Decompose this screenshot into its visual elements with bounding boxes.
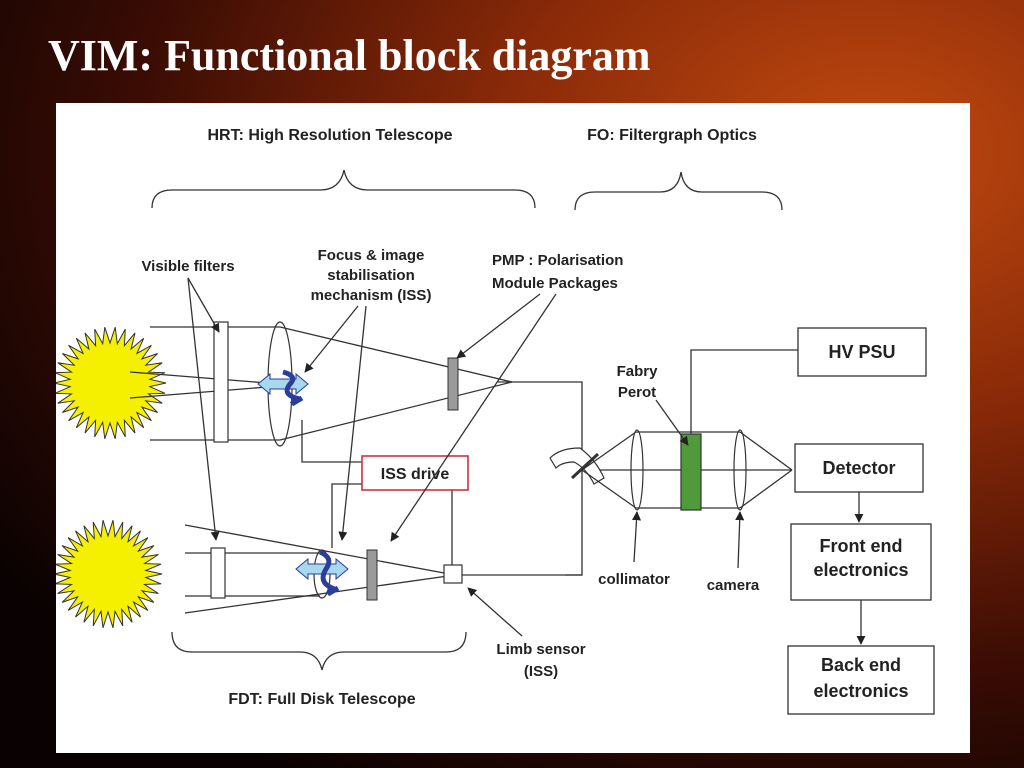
detector-label: Detector — [822, 458, 895, 478]
front-end-label-1: Front end — [820, 536, 903, 556]
annotation-arrows — [187, 277, 557, 542]
pmp-label-2: Module Packages — [492, 275, 618, 292]
limb-sensor — [443, 564, 463, 584]
focus-iss-label-3: mechanism (ISS) — [311, 287, 432, 304]
fabry-perot-label-2: Perot — [618, 384, 656, 401]
fdt-light-path — [184, 524, 582, 614]
focus-iss-label-2: stabilisation — [327, 267, 415, 284]
slide-title: VIM: Functional block diagram — [48, 31, 651, 80]
sun-icon-fdt — [53, 520, 163, 628]
diagram-panel: HRT: High Resolution Telescope FO: Filte… — [53, 103, 970, 753]
front-end-box — [790, 523, 932, 601]
detector-box — [794, 443, 924, 493]
fdt-visible-filter — [210, 547, 226, 599]
fdt-brace — [171, 631, 467, 671]
visible-filters-label: Visible filters — [141, 258, 234, 275]
limb-sensor-label-2: (ISS) — [524, 663, 558, 680]
collimator-arrow — [631, 511, 642, 563]
fdt-label: FDT: Full Disk Telescope — [228, 691, 415, 708]
block-diagram: HRT: High Resolution Telescope FO: Filte… — [53, 127, 935, 715]
fabry-perot-label-1: Fabry — [617, 363, 659, 380]
hv-psu-link — [690, 349, 798, 434]
iss-drive-box — [361, 455, 469, 491]
back-end-label-2: electronics — [813, 681, 908, 701]
front-end-label-2: electronics — [813, 560, 908, 580]
collimator-label: collimator — [598, 571, 670, 588]
pmp-label-1: PMP : Polarisation — [492, 252, 623, 269]
limb-sensor-label-1: Limb sensor — [496, 641, 585, 658]
back-end-box — [787, 645, 935, 715]
hv-psu-box — [797, 327, 927, 377]
hrt-visible-filter — [213, 321, 229, 443]
back-end-label-1: Back end — [821, 655, 901, 675]
hrt-pmp — [447, 357, 459, 411]
sun-icon-hrt — [53, 327, 167, 439]
collimator-lens — [630, 429, 644, 511]
hrt-brace — [151, 169, 536, 209]
fabry-perot-etalon — [680, 433, 702, 511]
hrt-light-path — [129, 326, 583, 576]
camera-label: camera — [707, 577, 760, 594]
fdt-iss-drive-link — [331, 483, 362, 548]
hrt-label: HRT: High Resolution Telescope — [207, 127, 452, 144]
fo-brace — [574, 171, 783, 211]
hv-psu-label: HV PSU — [828, 342, 895, 362]
camera-arrow — [735, 511, 745, 569]
hrt-iss-arrows-icon — [257, 369, 309, 407]
hrt-iss-drive-link — [301, 420, 362, 463]
fabry-perot-arrow — [655, 399, 689, 446]
focus-iss-label-1: Focus & image — [318, 247, 425, 264]
fold-mirror-icon — [549, 447, 605, 485]
fdt-iss-arrows-icon — [295, 549, 349, 597]
limb-sensor-arrow — [467, 587, 523, 637]
fdt-pmp — [366, 549, 378, 601]
fo-label: FO: Filtergraph Optics — [587, 127, 757, 144]
camera-lens — [733, 429, 747, 511]
